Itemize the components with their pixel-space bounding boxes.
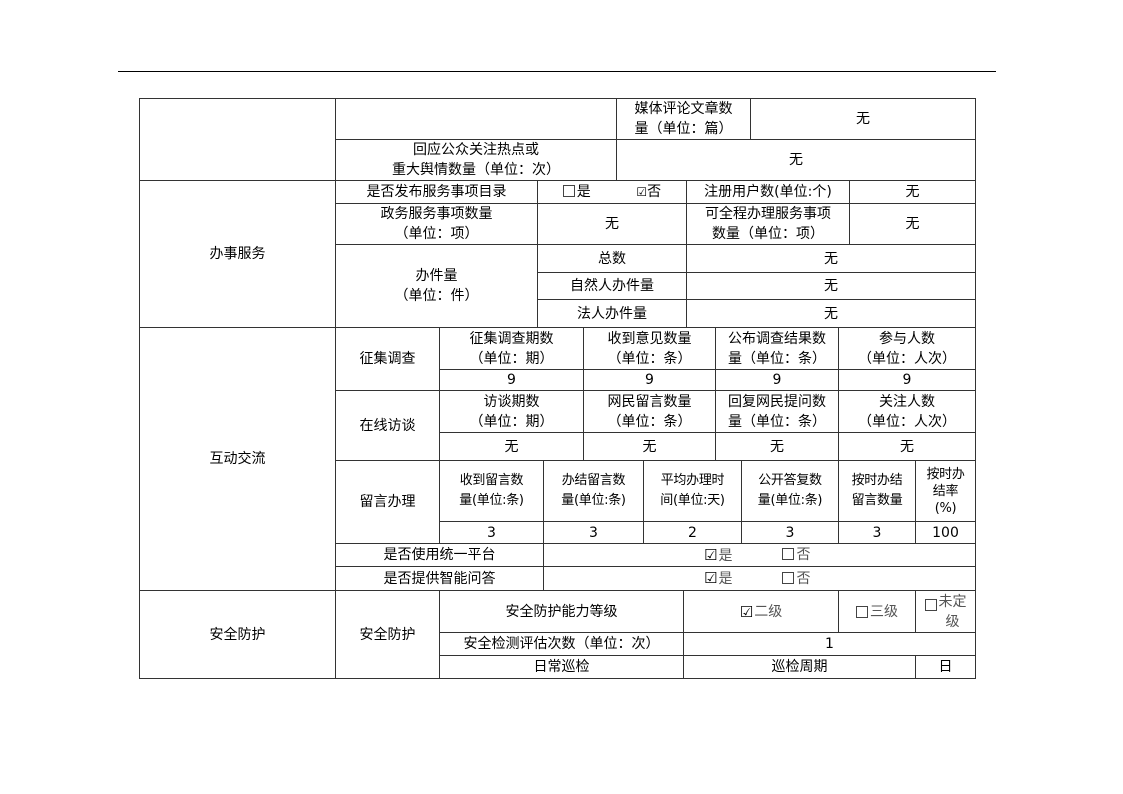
messages-value: 3 bbox=[838, 521, 916, 544]
interview-header: 回复网民提问数 量（单位：条） bbox=[715, 390, 839, 433]
unchecked-box-icon bbox=[856, 605, 868, 618]
platform-options: ☑是 否 bbox=[543, 543, 976, 567]
tests-value: 1 bbox=[683, 632, 976, 656]
checked-box-icon: ☑ bbox=[704, 569, 718, 587]
platform-yes-checkbox[interactable]: ☑是 bbox=[704, 545, 733, 564]
survey-header: 参与人数 （单位：人次） bbox=[838, 327, 976, 370]
patrol-label: 日常巡检 bbox=[439, 655, 684, 679]
cases-person-value: 无 bbox=[686, 272, 976, 300]
full-label: 可全程办理服务事项 数量（单位：项） bbox=[686, 203, 850, 245]
messages-header: 按时办 结率 (%) bbox=[915, 460, 976, 522]
survey-header: 公布调查结果数 量（单位：条） bbox=[715, 327, 839, 370]
unchecked-box-icon bbox=[924, 599, 937, 611]
survey-value: 9 bbox=[583, 369, 716, 391]
media-value: 无 bbox=[750, 98, 976, 140]
level-none-checkbox[interactable]: 未定 级 bbox=[915, 590, 976, 633]
messages-header: 平均办理时 间(单位:天) bbox=[643, 460, 742, 522]
level-label: 安全防护能力等级 bbox=[439, 590, 684, 633]
platform-no-checkbox[interactable]: 否 bbox=[782, 545, 810, 565]
interview-header: 关注人数 （单位：人次） bbox=[838, 390, 976, 433]
interview-header: 访谈期数 （单位：期） bbox=[439, 390, 584, 433]
cases-legal-label: 法人办件量 bbox=[537, 299, 687, 328]
interview-value: 无 bbox=[439, 432, 584, 461]
catalog-label: 是否发布服务事项目录 bbox=[335, 180, 538, 204]
level-3-checkbox[interactable]: 三级 bbox=[838, 590, 916, 633]
survey-value: 9 bbox=[715, 369, 839, 391]
security-section: 安全防护 bbox=[139, 590, 336, 679]
catalog-options: 是 ☑否 bbox=[537, 180, 687, 204]
qa-label: 是否提供智能问答 bbox=[335, 566, 544, 591]
survey-value: 9 bbox=[439, 369, 584, 391]
interview-header: 网民留言数量 （单位：条） bbox=[583, 390, 716, 433]
checked-box-icon: ☑ bbox=[636, 185, 648, 199]
messages-value: 3 bbox=[741, 521, 839, 544]
interview-value: 无 bbox=[715, 432, 839, 461]
header-rule bbox=[118, 71, 996, 72]
service-section: 办事服务 bbox=[139, 180, 336, 328]
interview-label: 在线访谈 bbox=[335, 390, 440, 461]
users-value: 无 bbox=[849, 180, 976, 204]
messages-value: 2 bbox=[643, 521, 742, 544]
cycle-value: 日 bbox=[915, 655, 976, 679]
empty-cell bbox=[335, 98, 617, 140]
messages-value: 100 bbox=[915, 521, 976, 544]
qa-yes-checkbox[interactable]: ☑是 bbox=[704, 569, 733, 587]
catalog-no-checkbox[interactable]: ☑否 bbox=[636, 184, 662, 200]
checked-box-icon: ☑ bbox=[704, 545, 718, 564]
interview-value: 无 bbox=[583, 432, 716, 461]
qa-options: ☑是 否 bbox=[543, 566, 976, 591]
security-sub-label: 安全防护 bbox=[335, 590, 440, 679]
qa-no-checkbox[interactable]: 否 bbox=[782, 569, 810, 589]
interview-value: 无 bbox=[838, 432, 976, 461]
cases-total-label: 总数 bbox=[537, 244, 687, 273]
empty-section-cell bbox=[139, 98, 336, 181]
unchecked-box-icon bbox=[562, 185, 575, 197]
messages-value: 3 bbox=[543, 521, 644, 544]
messages-header: 按时办结 留言数量 bbox=[838, 460, 916, 522]
cycle-label: 巡检周期 bbox=[683, 655, 916, 679]
messages-header: 办结留言数 量(单位:条) bbox=[543, 460, 644, 522]
platform-label: 是否使用统一平台 bbox=[335, 543, 544, 567]
messages-value: 3 bbox=[439, 521, 544, 544]
unchecked-box-icon bbox=[782, 571, 795, 584]
catalog-yes-checkbox[interactable]: 是 bbox=[562, 182, 591, 202]
full-value: 无 bbox=[849, 203, 976, 245]
unchecked-box-icon bbox=[782, 548, 795, 560]
hot-label: 回应公众关注热点或 重大舆情数量（单位：次） bbox=[335, 139, 617, 181]
survey-value: 9 bbox=[838, 369, 976, 391]
survey-header: 征集调查期数 （单位：期） bbox=[439, 327, 584, 370]
hot-value: 无 bbox=[616, 139, 976, 181]
messages-header: 公开答复数 量(单位:条) bbox=[741, 460, 839, 522]
cases-person-label: 自然人办件量 bbox=[537, 272, 687, 300]
messages-label: 留言办理 bbox=[335, 460, 440, 544]
messages-header: 收到留言数 量(单位:条) bbox=[439, 460, 544, 522]
survey-header: 收到意见数量 （单位：条） bbox=[583, 327, 716, 370]
checked-box-icon: ☑ bbox=[739, 602, 754, 621]
media-label: 媒体评论文章数 量（单位：篇） bbox=[616, 98, 751, 140]
cases-legal-value: 无 bbox=[686, 299, 976, 328]
items-label: 政务服务事项数量 （单位：项） bbox=[335, 203, 538, 245]
cases-total-value: 无 bbox=[686, 244, 976, 273]
interaction-section: 互动交流 bbox=[139, 327, 336, 591]
users-label: 注册用户数(单位:个) bbox=[686, 180, 850, 204]
survey-label: 征集调查 bbox=[335, 327, 440, 391]
tests-label: 安全检测评估次数（单位：次） bbox=[439, 632, 684, 656]
cases-label: 办件量 （单位：件） bbox=[335, 244, 538, 328]
level-2-checkbox[interactable]: ☑二级 bbox=[683, 590, 839, 633]
items-value: 无 bbox=[537, 203, 687, 245]
